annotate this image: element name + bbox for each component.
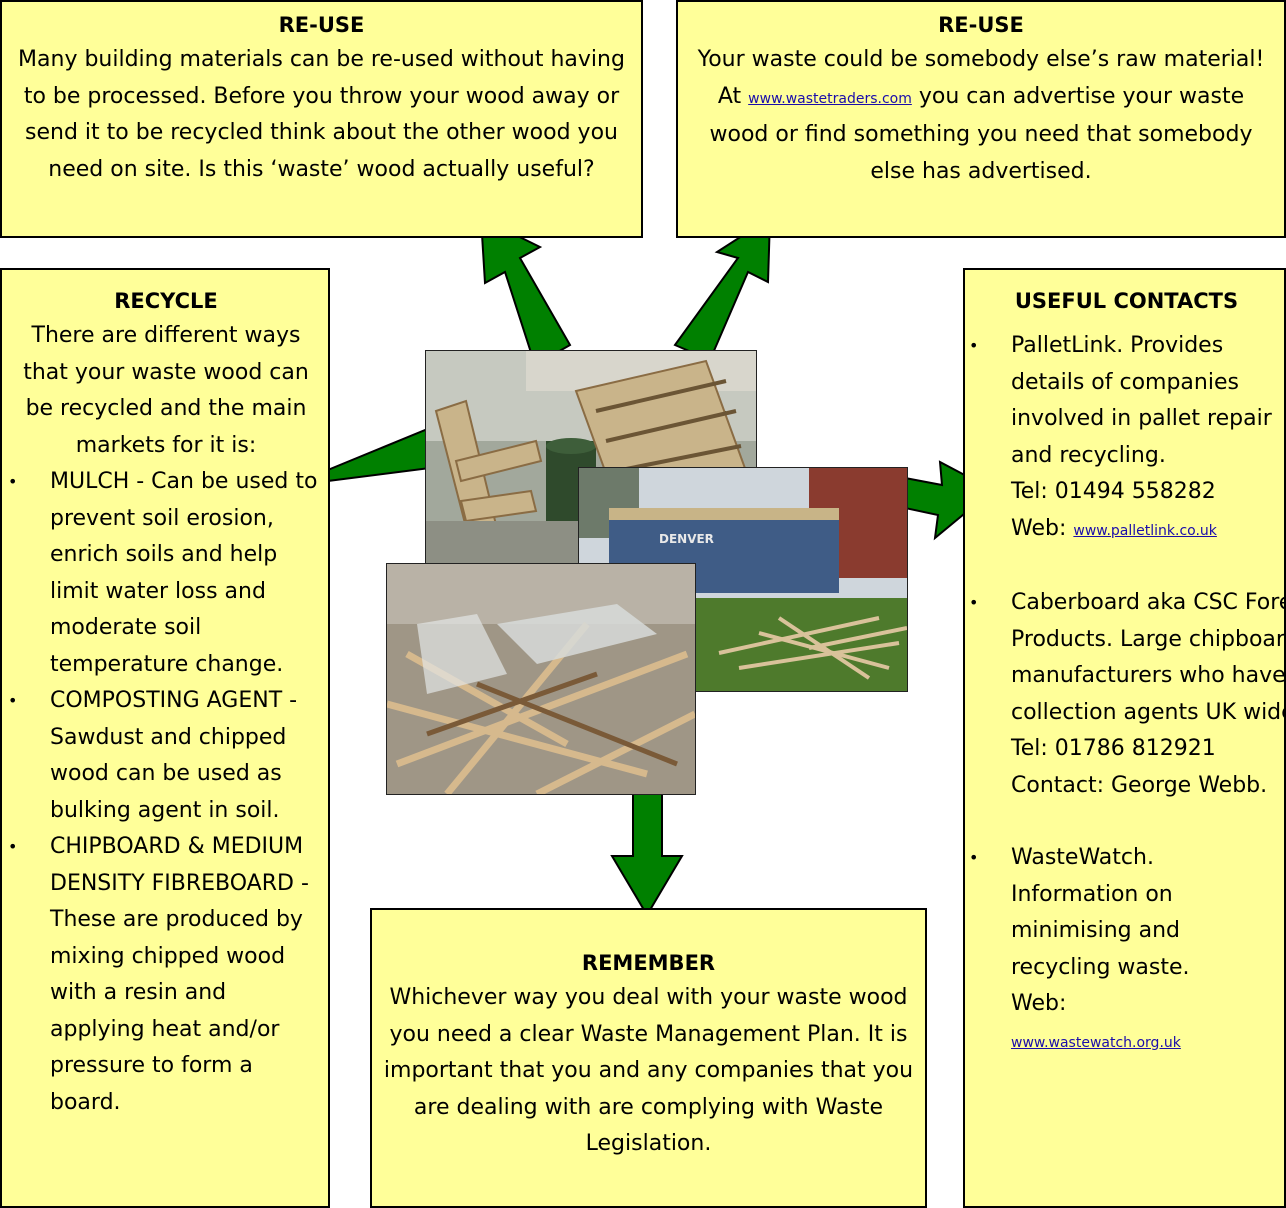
contact-caberboard-text: Caberboard aka CSC Forest Products. Larg…	[1011, 590, 1286, 725]
contact-palletlink-web-label: Web:	[1011, 515, 1074, 541]
contacts-box: USEFUL CONTACTS PalletLink. Provides det…	[963, 268, 1286, 1208]
contact-wastewatch-web: www.wastewatch.org.uk	[1011, 1023, 1284, 1062]
recycle-intro: There are different ways that your waste…	[23, 323, 309, 458]
wastewatch-link[interactable]: www.wastewatch.org.uk	[1011, 1034, 1181, 1051]
reuse-right-suffix: you can advertise your waste wood or fin…	[709, 83, 1253, 184]
contacts-title: USEFUL CONTACTS	[1014, 289, 1239, 313]
reuse-left-text: Many building materials can be re-used w…	[18, 47, 625, 182]
remember-title: REMEMBER	[581, 951, 716, 975]
contact-caberboard-contact: Contact: George Webb.	[1011, 772, 1268, 798]
palletlink-link[interactable]: www.palletlink.co.uk	[1073, 522, 1217, 539]
contact-wastewatch-text: WasteWatch. Information on minimising an…	[1011, 845, 1190, 980]
recycle-title: RECYCLE	[114, 289, 218, 313]
contact-palletlink-text: PalletLink. Provides details of companie…	[1011, 333, 1272, 468]
contact-palletlink: PalletLink. Provides details of companie…	[969, 328, 1284, 549]
recycle-item-composting: COMPOSTING AGENT - Sawdust and chipped w…	[8, 683, 324, 829]
recycle-item-chipboard: CHIPBOARD & MEDIUM DENSITY FIBREBOARD - …	[8, 829, 324, 1121]
contact-wastewatch-web-label: Web:	[1011, 991, 1067, 1016]
recycle-box: RECYCLE There are different ways that yo…	[0, 268, 330, 1208]
arrow-to-remember	[610, 791, 684, 917]
reuse-left-title: RE-USE	[278, 13, 365, 37]
contact-caberboard-tel: Tel: 01786 812921	[1011, 736, 1216, 761]
remember-text: Whichever way you deal with your waste w…	[383, 985, 914, 1156]
contact-wastewatch: WasteWatch. Information on minimising an…	[969, 840, 1284, 1061]
reuse-right-line2: At www.wastetraders.com you can advertis…	[686, 79, 1276, 191]
remember-box: REMEMBER Whichever way you deal with you…	[370, 908, 927, 1208]
reuse-right-at: At	[717, 83, 749, 109]
contacts-list: PalletLink. Provides details of companie…	[969, 328, 1284, 1061]
contact-palletlink-tel: Tel: 01494 558282	[1011, 479, 1216, 504]
arrow-to-reuse-right	[673, 216, 772, 362]
arrow-to-reuse-left	[479, 216, 572, 367]
wastetraders-link[interactable]: www.wastetraders.com	[748, 90, 912, 107]
reuse-left-box: RE-USE Many building materials can be re…	[0, 0, 643, 238]
reuse-right-box: RE-USE Your waste could be somebody else…	[676, 0, 1286, 238]
reuse-right-title: RE-USE	[938, 13, 1024, 37]
recycle-list: MULCH - Can be used to prevent soil eros…	[8, 464, 324, 1121]
contact-palletlink-web: Web: www.palletlink.co.uk	[1011, 511, 1284, 550]
photo-debris-image	[387, 564, 695, 794]
photo-debris	[386, 563, 696, 795]
skip-label: DENVER	[659, 532, 714, 546]
recycle-item-mulch: MULCH - Can be used to prevent soil eros…	[8, 464, 324, 683]
contact-caberboard: Caberboard aka CSC Forest Products. Larg…	[969, 585, 1284, 804]
reuse-right-line1: Your waste could be somebody else’s raw …	[697, 47, 1265, 72]
